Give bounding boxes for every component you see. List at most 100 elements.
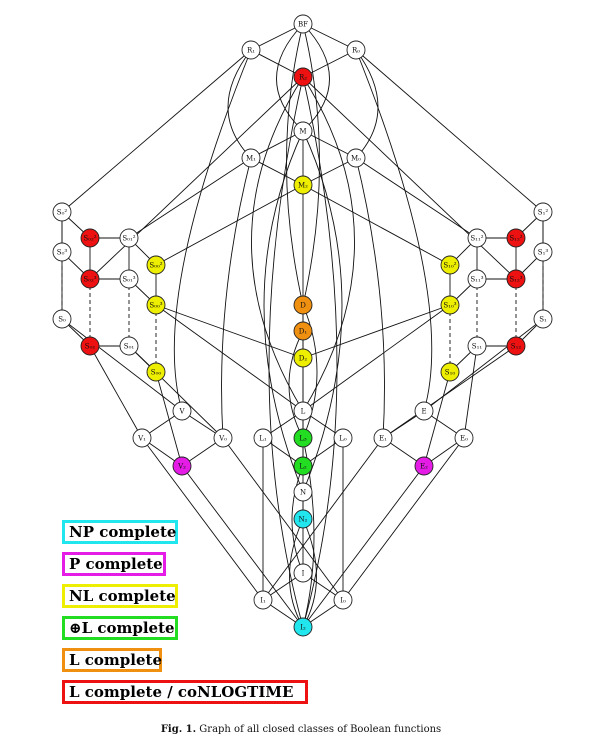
lattice-edges: [61, 23, 544, 628]
node-v: V: [172, 401, 192, 421]
edge-BF-R0: [302, 23, 357, 51]
edge-M-M1: [250, 130, 304, 159]
node-v0: V₀: [213, 428, 233, 448]
edge-M-M0: [302, 130, 357, 159]
node-circle: [132, 428, 152, 448]
node-i1: I₁: [253, 590, 273, 610]
edge-curve-L2-I: [291, 465, 304, 574]
edge-curve-R1-V: [173, 49, 252, 412]
node-s102: S₁₀²: [440, 255, 460, 275]
node-circle: [467, 269, 487, 289]
node-label: S₀₀²: [149, 262, 162, 270]
edge-S003-L: [155, 304, 304, 412]
edge-V2-I2: [181, 465, 304, 628]
node-circle: [80, 336, 100, 356]
node-s103: S₁₀³: [440, 295, 460, 315]
node-label: S₀₀³: [149, 302, 162, 310]
node-label: V₂: [177, 463, 186, 471]
edge-curve-BF-M: [302, 23, 330, 132]
node-label: S₁₁: [472, 343, 483, 351]
node-r1: R₁: [241, 40, 261, 60]
node-s01: S₀₁: [119, 336, 139, 356]
node-circle: [293, 482, 313, 502]
node-m1: M₁: [241, 148, 261, 168]
node-v2: V₂: [172, 456, 192, 476]
node-circle: [533, 309, 553, 329]
edge-curve-M-N: [263, 130, 304, 493]
node-e2: E₂: [414, 456, 434, 476]
edge-curve-R2-I2: [268, 76, 304, 628]
node-label: S₀³: [57, 249, 68, 257]
caption-text: Graph of all closed classes of Boolean f…: [199, 724, 442, 735]
node-s013: S₀₁³: [119, 269, 139, 289]
legend: NP complete P complete NL complete ⊕L co…: [62, 520, 322, 710]
node-label: E₂: [420, 463, 428, 471]
edge-M0-M2: [302, 157, 357, 186]
figure-number: Fig. 1.: [160, 724, 197, 735]
node-label: S₁₂³: [509, 276, 522, 284]
edge-M0-S112: [355, 157, 478, 239]
node-label: I₁: [260, 597, 266, 605]
node-bf: BF: [293, 14, 313, 34]
node-label: S₀²: [57, 209, 68, 217]
edge-curve-M1-V0: [221, 157, 252, 439]
edge-V0-I0: [222, 437, 344, 601]
node-s002: S₀₀²: [146, 255, 166, 275]
legend-np-complete: NP complete: [62, 520, 178, 544]
edge-R2-S023: [89, 76, 304, 280]
node-label: I₀: [340, 597, 346, 605]
node-label: S₁₁³: [470, 276, 483, 284]
node-circle: [346, 148, 366, 168]
node-label: V: [178, 408, 185, 416]
node-label: V₁: [137, 435, 146, 443]
edge-curve-R0-E: [355, 49, 433, 412]
node-label: D₁: [299, 328, 308, 336]
node-circle: [172, 456, 192, 476]
edge-M1-M2: [250, 157, 304, 186]
node-label: E: [421, 408, 426, 416]
node-label: S₁₁²: [470, 235, 483, 243]
node-label: N: [300, 489, 306, 497]
node-s023: S₀₂³: [80, 269, 100, 289]
legend-l-complete-conlogtime: L complete / coNLOGTIME: [62, 680, 308, 704]
legend-l-complete: L complete: [62, 648, 162, 672]
node-circle: [333, 428, 353, 448]
node-label: S₀₁: [124, 343, 135, 351]
edge-S00-V2: [155, 371, 183, 467]
node-n2: N₂: [293, 509, 313, 529]
edge-R1-R2: [250, 49, 304, 78]
node-s02: S₀²: [52, 202, 72, 222]
node-circle: [506, 228, 526, 248]
node-label: S₁₀: [445, 369, 456, 377]
node-label: R₂: [299, 74, 307, 82]
node-circle: [293, 175, 313, 195]
edge-BF-R1: [250, 23, 304, 51]
node-circle: [293, 14, 313, 34]
node-circle: [293, 67, 313, 87]
edge-S12b-E1: [382, 345, 517, 439]
node-circle: [533, 242, 553, 262]
node-circle: [293, 428, 313, 448]
node-label: D: [300, 302, 306, 310]
node-s123: S₁₂³: [506, 269, 526, 289]
node-circle: [253, 590, 273, 610]
edge-S003-D2: [155, 304, 304, 359]
node-e: E: [414, 401, 434, 421]
node-circle: [146, 255, 166, 275]
node-s003: S₀₀³: [146, 295, 166, 315]
node-label: M: [299, 128, 306, 136]
edge-S0-V: [61, 318, 183, 412]
node-circle: [119, 269, 139, 289]
edge-curve-R2-L: [251, 76, 304, 412]
node-circle: [293, 121, 313, 141]
node-label: S₁₂²: [509, 235, 522, 243]
node-circle: [373, 428, 393, 448]
node-v1: V₁: [132, 428, 152, 448]
node-label: N₂: [299, 516, 308, 524]
node-label: S₀₂³: [83, 276, 96, 284]
legend-label: P complete: [69, 555, 163, 573]
edge-curve-M-N: [302, 130, 343, 493]
edge-curve-M0-E1: [355, 157, 385, 439]
node-circle: [454, 428, 474, 448]
node-n: N: [293, 482, 313, 502]
